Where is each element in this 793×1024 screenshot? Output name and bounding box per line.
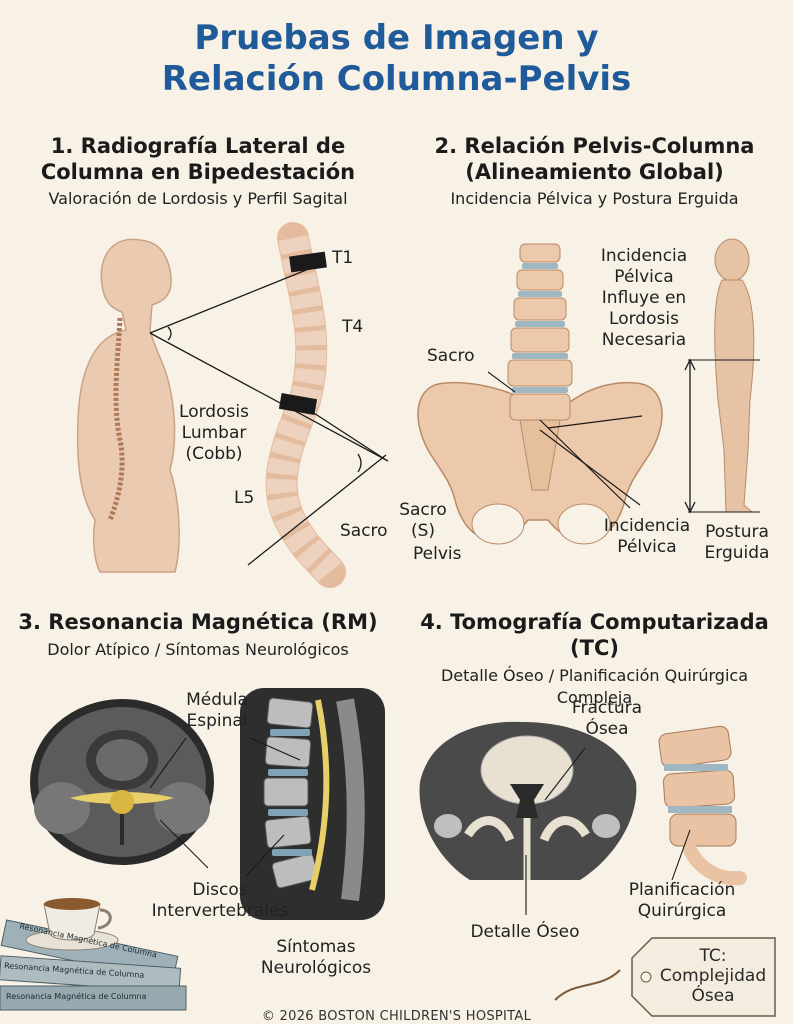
label-postura-line-2: Erguida [704, 543, 770, 563]
label-sacro: Sacro [340, 521, 388, 541]
label-sacro-s-line-2: (S) [410, 521, 436, 541]
label-lordosis-lumbar: Lordosis Lumbar (Cobb) [166, 402, 262, 465]
label-lordosis-line-2: Lumbar [181, 423, 247, 443]
section-ct: 4. Tomografía Computarizada (TC) Detalle… [396, 609, 793, 709]
label-postura-line-1: Postura [705, 522, 769, 542]
hanging-tag [554, 937, 776, 1017]
lateral-spine-xray [265, 222, 346, 588]
label-incidencia-pelvica: Incidencia Pélvica [598, 516, 696, 558]
label-lordosis-line-1: Lordosis [179, 402, 249, 422]
label-incidence-note-line-5: Necesaria [601, 330, 687, 350]
label-medula-line-2: Espinal [186, 711, 248, 731]
section-xray-lateral: 1. Radiografía Lateral de Columna en Bip… [0, 133, 396, 210]
section-2-subtitle: Incidencia Pélvica y Postura Erguida [450, 189, 739, 208]
title-line-2: Relación Columna-Pelvis [161, 59, 632, 99]
section-4-subtitle-line-1: Detalle Óseo / Planificación Quirúrgica [440, 666, 748, 685]
label-medula-line-1: Médula [186, 690, 248, 710]
section-1-heading-line-2: Columna en Bipedestación [40, 160, 356, 184]
tag-line-1: TC: [699, 946, 727, 966]
label-planificacion-quirurgica: Planificación Quirúrgica [620, 880, 744, 922]
label-incidence-note-line-4: Lordosis [609, 309, 679, 329]
label-t1: T1 [332, 248, 354, 268]
tag-line-3: Ósea [691, 986, 735, 1006]
axial-ct-slice [419, 721, 637, 880]
side-profile-silhouette [76, 238, 180, 573]
standing-figure [684, 238, 760, 514]
label-sacro-s-line-1: Sacro [399, 500, 447, 520]
label-incidence-note: Incidencia Pélvica Influye en Lordosis N… [588, 246, 700, 351]
label-planificacion-line-1: Planificación [628, 880, 736, 900]
section-1-subtitle: Valoración de Lordosis y Perfil Sagital [48, 189, 348, 208]
label-medula-espinal: Médula Espinal [172, 690, 262, 732]
mri-pointer-lines [149, 737, 301, 877]
sagittal-mri-slice [240, 688, 385, 920]
section-pelvis-spine: 2. Relación Pelvis-Columna (Alineamiento… [396, 133, 793, 210]
label-incidence-note-line-3: Influye en [601, 288, 687, 308]
label-sintomas-neurologicos: Síntomas Neurológicos [252, 937, 380, 979]
label-l5: L5 [234, 488, 255, 508]
label-sintomas-line-1: Síntomas [276, 937, 356, 957]
section-3-subtitle: Dolor Atípico / Síntomas Neurológicos [47, 640, 349, 659]
label-discos-intervertebrales: Discos Intervertebrales [140, 880, 300, 922]
label-sacro-top: Sacro [427, 346, 475, 366]
label-lordosis-line-3: (Cobb) [185, 444, 243, 464]
pelvis-and-spine [417, 243, 663, 545]
section-2-heading-line-2: (Alineamiento Global) [465, 160, 724, 184]
label-sacro-s: Sacro (S) [392, 500, 454, 542]
label-detalle-oseo: Detalle Óseo [470, 922, 580, 942]
tag-label: TC: Complejidad Ósea [652, 946, 774, 1006]
books-and-teacup [0, 898, 187, 1011]
label-incidencia-line-1: Incidencia [603, 516, 691, 536]
section-2-heading-line-1: 2. Relación Pelvis-Columna [434, 134, 755, 158]
label-incidencia-line-2: Pélvica [617, 537, 677, 557]
label-incidence-note-line-2: Pélvica [614, 267, 674, 287]
label-t4: T4 [342, 317, 364, 337]
3d-vertebrae-reconstruction [658, 725, 747, 886]
label-sintomas-line-2: Neurológicos [260, 958, 372, 978]
label-discos-line-2: Intervertebrales [151, 901, 289, 921]
tag-line-2: Complejidad [659, 966, 767, 986]
section-3-heading: 3. Resonancia Magnética (RM) [18, 610, 378, 634]
label-fractura-line-2: Ósea [585, 719, 629, 739]
label-discos-line-1: Discos [192, 880, 248, 900]
cobb-angle-lines [149, 261, 389, 566]
footer-copyright: © 2026 BOSTON CHILDREN'S HOSPITAL [261, 1009, 532, 1024]
section-mri: 3. Resonancia Magnética (RM) Dolor Atípi… [0, 609, 396, 661]
section-4-subtitle-line-2: Compleja [556, 688, 633, 707]
title-line-1: Pruebas de Imagen y [194, 18, 599, 58]
label-planificacion-line-2: Quirúrgica [637, 901, 727, 921]
section-1-heading-line-1: 1. Radiografía Lateral de [50, 134, 346, 158]
label-fractura-osea: Fractura Ósea [562, 698, 652, 740]
book-title-3: Resonancia Magnética de Columna [6, 992, 147, 1001]
page-title: Pruebas de Imagen y Relación Columna-Pel… [0, 18, 793, 100]
label-postura-erguida: Postura Erguida [698, 522, 776, 564]
axial-mri-slice [30, 699, 214, 865]
label-incidence-note-line-1: Incidencia [600, 246, 688, 266]
ct-pointer-lines [525, 747, 691, 915]
label-pelvis: Pelvis [413, 544, 462, 564]
section-4-heading: 4. Tomografía Computarizada (TC) [420, 610, 769, 660]
label-fractura-line-1: Fractura [571, 698, 643, 718]
